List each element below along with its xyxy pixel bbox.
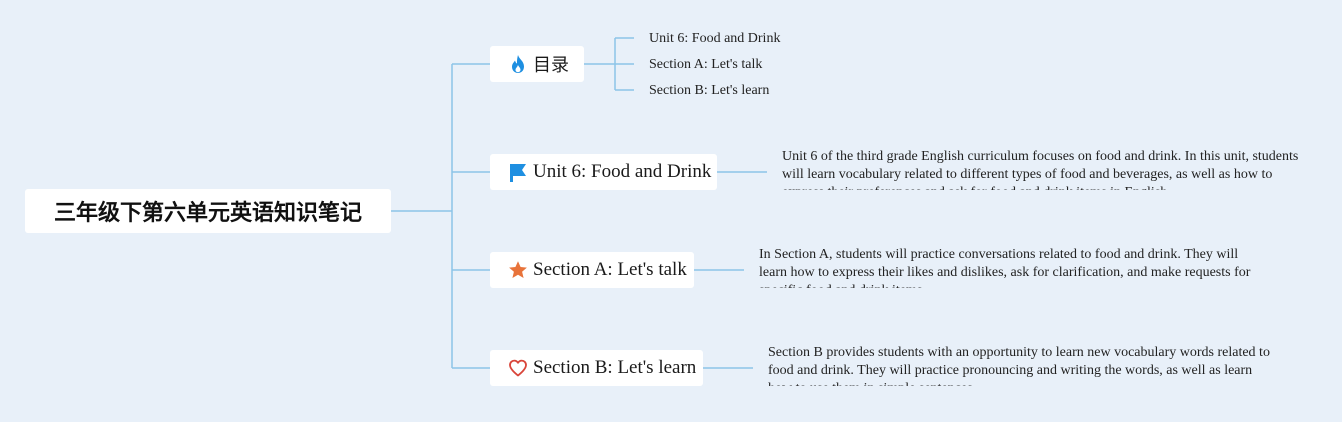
- toc-item-section-a[interactable]: Section A: Let's talk: [649, 57, 763, 72]
- branch-section-a-label: Section A: Let's talk: [533, 259, 687, 280]
- flag-icon: [508, 162, 528, 182]
- branch-section-b[interactable]: Section B: Let's learn: [490, 350, 703, 386]
- branch-toc-label: 目录: [533, 55, 569, 76]
- branch-unit-label: Unit 6: Food and Drink: [533, 161, 712, 182]
- unit-description: Unit 6 of the third grade English curric…: [782, 149, 1299, 190]
- toc-item-unit[interactable]: Unit 6: Food and Drink: [649, 31, 781, 46]
- star-icon: [508, 260, 528, 280]
- section-a-description: In Section A, students will practice con…: [759, 247, 1251, 288]
- branch-section-a[interactable]: Section A: Let's talk: [490, 252, 694, 288]
- branch-unit[interactable]: Unit 6: Food and Drink: [490, 154, 717, 190]
- root-node[interactable]: 三年级下第六单元英语知识笔记: [25, 189, 391, 233]
- heart-icon: [508, 358, 528, 378]
- branch-toc[interactable]: 目录: [490, 46, 584, 82]
- flame-icon: [508, 54, 528, 74]
- section-b-description: Section B provides students with an oppo…: [768, 345, 1270, 386]
- branch-section-b-label: Section B: Let's learn: [533, 357, 697, 378]
- root-title: 三年级下第六单元英语知识笔记: [53, 201, 362, 226]
- toc-item-section-b[interactable]: Section B: Let's learn: [649, 83, 770, 98]
